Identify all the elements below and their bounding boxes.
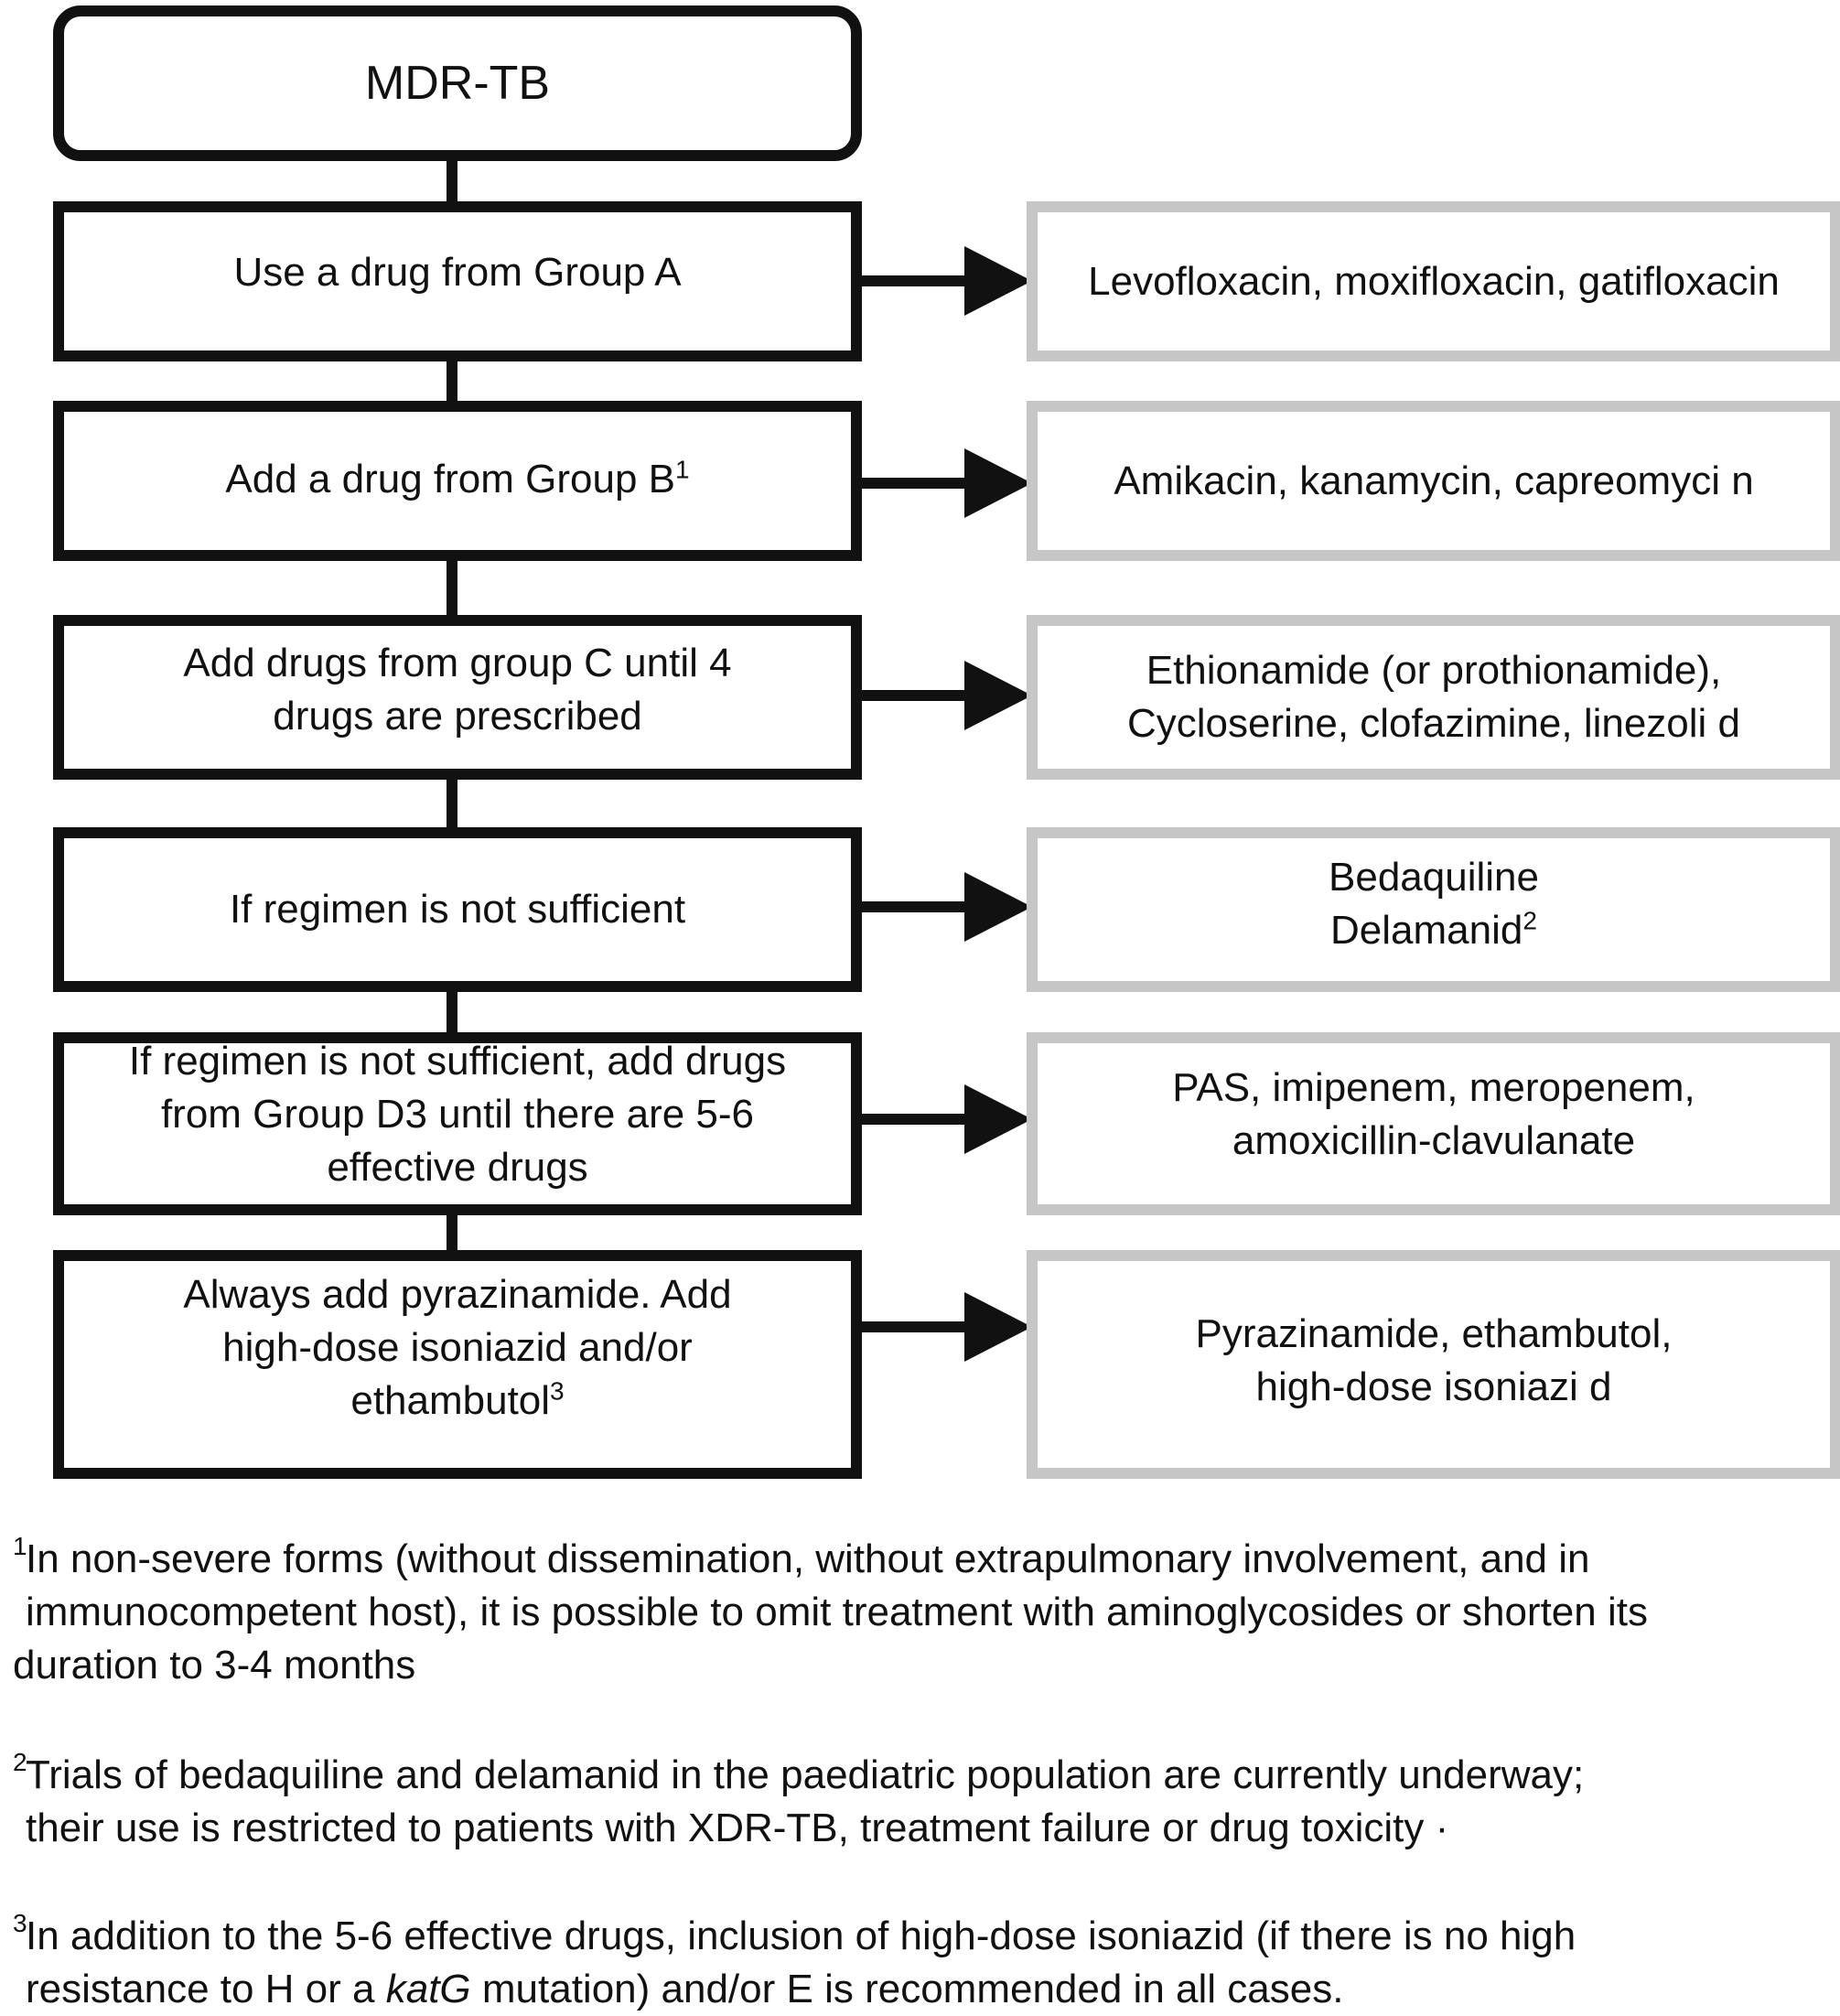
step-box-5: If regimen is not sufficient, add drugs … <box>53 1032 862 1215</box>
arrow-icon <box>862 246 1032 316</box>
footnote-1-line-2: immunocompetent host), it is possible to… <box>26 1590 1648 1634</box>
drug-box-3-line-1: Ethionamide (or prothionamide), <box>1146 648 1722 693</box>
drug-box-5-text: PAS, imipenem, meropenem, amoxicillin-cl… <box>1172 1062 1695 1168</box>
step-box-6: Always add pyrazinamide. Add high-dose i… <box>53 1250 862 1479</box>
drug-box-6-line-2: high-dose isoniazi d <box>1255 1364 1612 1409</box>
drug-box-3: Ethionamide (or prothionamide), Cycloser… <box>1027 615 1840 780</box>
arrow-icon <box>862 1084 1032 1154</box>
drug-box-6-text: Pyrazinamide, ethambutol, high-dose ison… <box>1196 1308 1673 1414</box>
arrow-icon <box>862 661 1032 730</box>
title-box: MDR-TB <box>53 5 862 161</box>
step-box-1: Use a drug from Group A <box>53 201 862 361</box>
drug-box-1-text: Levofloxacin, moxifloxacin, gatifloxacin <box>1088 258 1780 304</box>
footnote-mark-1: 1 <box>13 1532 27 1560</box>
arrow-icon <box>862 872 1032 942</box>
drug-box-5-line-1: PAS, imipenem, meropenem, <box>1172 1065 1695 1110</box>
step-box-4: If regimen is not sufficient <box>53 827 862 992</box>
drug-box-3-text: Ethionamide (or prothionamide), Cycloser… <box>1127 644 1740 750</box>
footnote-2: 2 Trials of bedaquiline and delamanid in… <box>13 1748 1829 1855</box>
footnote-mark-3: 3 <box>13 1909 27 1937</box>
arrow-icon <box>862 1292 1032 1362</box>
footnote-2-line-1: Trials of bedaquiline and delamanid in t… <box>26 1752 1585 1797</box>
drug-box-2-text: Amikacin, kanamycin, capreomyci n <box>1114 458 1754 503</box>
drug-box-2: Amikacin, kanamycin, capreomyci n <box>1027 401 1840 561</box>
drug-box-6: Pyrazinamide, ethambutol, high-dose ison… <box>1027 1250 1840 1479</box>
step-5-line-2: from Group D3 until there are 5-6 <box>160 1092 755 1137</box>
drug-box-1: Levofloxacin, moxifloxacin, gatifloxacin <box>1027 201 1840 361</box>
step-box-3: Add drugs from group C until 4 drugs are… <box>53 615 862 780</box>
arrow-icon <box>862 448 1032 518</box>
footnote-1-line-1: In non-severe forms (without disseminati… <box>26 1536 1590 1581</box>
step-3-line-1: Add drugs from group C until 4 <box>183 641 732 685</box>
footnote-2-line-2: their use is restricted to patients with… <box>26 1806 1449 1850</box>
step-1-text: Use a drug from Group A <box>233 249 682 295</box>
step-3-text: Add drugs from group C until 4 drugs are… <box>183 637 731 743</box>
footnote-3-line-2-end: mutation) and/or E is recommended in all… <box>470 1967 1344 2011</box>
step-5-text: If regimen is not sufficient, add drugs … <box>129 1035 786 1194</box>
footnote-1: 1 In non-severe forms (without dissemina… <box>13 1532 1829 1692</box>
step-2-text: Add a drug from Group B1 <box>225 453 689 506</box>
step-4-text: If regimen is not sufficient <box>229 887 686 932</box>
drug-box-5-line-2: amoxicillin-clavulanate <box>1232 1118 1636 1163</box>
step-5-line-3: effective drugs <box>327 1145 588 1190</box>
step-box-2: Add a drug from Group B1 <box>53 401 862 561</box>
step-2-label: Add a drug from Group B <box>225 456 675 501</box>
footnote-3-line-2-start: resistance to H or a <box>26 1967 386 2011</box>
drug-box-3-line-2: Cycloserine, clofazimine, linezoli d <box>1126 701 1741 746</box>
step-6-line-1: Always add pyrazinamide. Add <box>183 1272 732 1317</box>
footnote-3-line-2: resistance to H or a katG mutation) and/… <box>13 1963 1829 2016</box>
katg-gene-name: katG <box>385 1967 471 2011</box>
footnote-3-line-1: In addition to the 5-6 effective drugs, … <box>26 1914 1576 1958</box>
drug-box-4: Bedaquiline Delamanid2 <box>1027 827 1840 992</box>
footnote-3: 3 In addition to the 5-6 effective drugs… <box>13 1909 1829 2016</box>
footnote-ref-1: 1 <box>675 454 690 483</box>
step-5-line-1: If regimen is not sufficient, add drugs <box>128 1039 787 1083</box>
drug-box-4-text: Bedaquiline Delamanid2 <box>1329 851 1539 957</box>
drug-box-4-line-1: Bedaquiline <box>1329 855 1539 900</box>
drug-box-4-line-2: Delamanid <box>1330 908 1523 953</box>
drug-box-5: PAS, imipenem, meropenem, amoxicillin-cl… <box>1027 1032 1840 1215</box>
footnote-1-line-3: duration to 3-4 months <box>13 1643 416 1687</box>
step-3-line-2: drugs are prescribed <box>273 694 642 738</box>
title-text: MDR-TB <box>364 57 551 110</box>
drug-box-6-line-1: Pyrazinamide, ethambutol, <box>1195 1311 1673 1356</box>
step-6-line-3: ethambutol <box>350 1378 551 1423</box>
step-6-text: Always add pyrazinamide. Add high-dose i… <box>183 1268 731 1428</box>
footnote-ref-3: 3 <box>550 1376 565 1406</box>
footnote-ref-2: 2 <box>1523 906 1537 935</box>
step-6-line-2: high-dose isoniazid and/or <box>222 1325 693 1370</box>
footnote-mark-2: 2 <box>13 1748 27 1776</box>
